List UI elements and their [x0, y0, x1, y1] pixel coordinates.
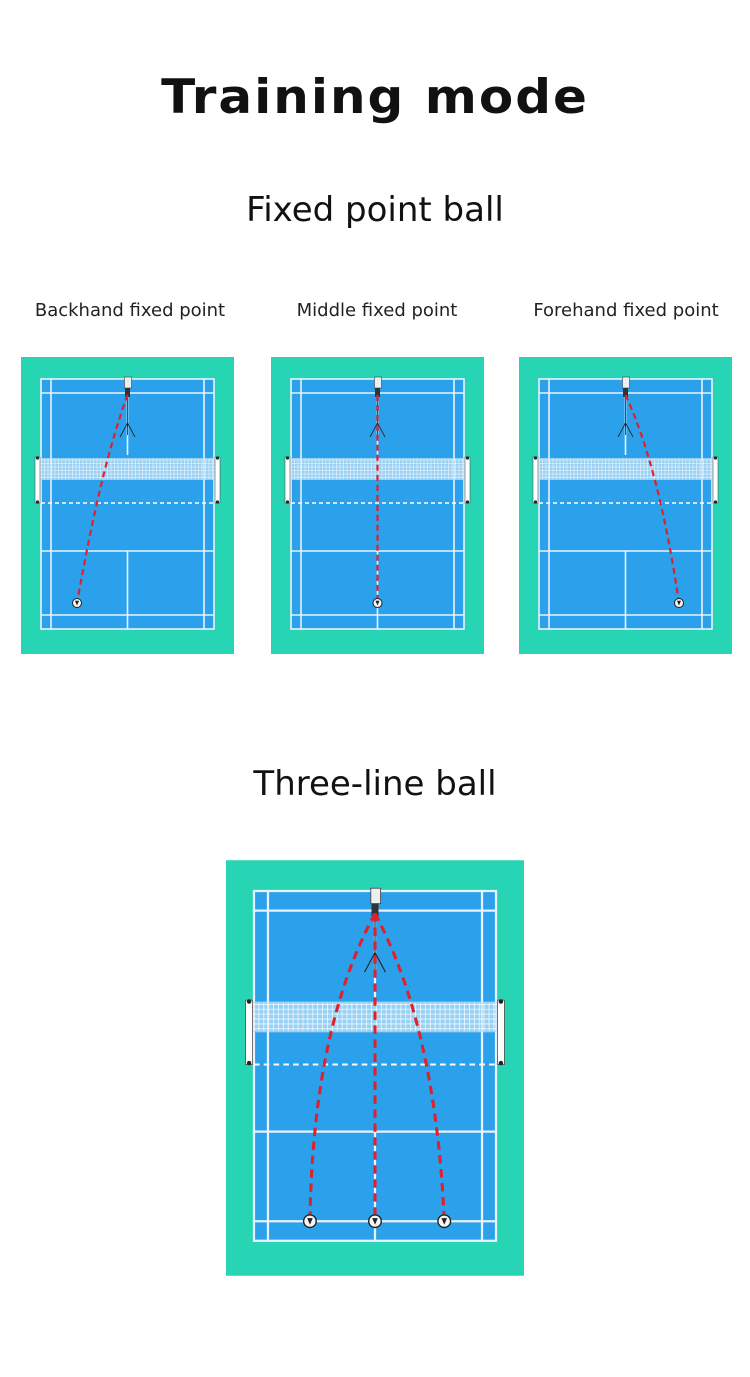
net-post-left: [34, 456, 41, 504]
court-diagram-three-line: [226, 860, 524, 1276]
court-group: [519, 357, 732, 654]
trajectory-1: [75, 394, 129, 604]
net-post-right: [496, 999, 505, 1065]
section-title-three-line: Three-line ball: [253, 764, 497, 804]
trajectory-3: [373, 912, 446, 1222]
target-icon: [372, 598, 383, 608]
court-diagram-backhand: [21, 357, 234, 654]
ball-machine-icon: [119, 376, 136, 438]
net-post-left: [532, 456, 539, 504]
trajectory-1: [624, 394, 681, 604]
section-title-fixed-point: Fixed point ball: [246, 190, 504, 230]
court-group: [226, 860, 524, 1276]
net-post-left: [245, 999, 254, 1065]
net-post-right: [214, 456, 221, 504]
page-title: Training mode: [161, 69, 589, 125]
court-diagram-forehand: [519, 357, 732, 654]
target-icon: [674, 598, 684, 608]
net-post-right: [464, 456, 471, 504]
court-svg: [226, 860, 524, 1276]
court-svg: [271, 357, 484, 654]
net-post-left: [284, 456, 291, 504]
net-post-right: [712, 456, 719, 504]
caption-forehand: Forehand fixed point: [533, 300, 719, 321]
court-group: [271, 357, 484, 654]
court-svg: [519, 357, 732, 654]
ball-machine-icon: [617, 376, 634, 438]
target-icon: [437, 1214, 452, 1229]
target-icon: [368, 1214, 382, 1229]
court-diagram-middle: [271, 357, 484, 654]
target-icon: [72, 598, 82, 608]
caption-backhand: Backhand fixed point: [34, 300, 226, 321]
court-group: [21, 357, 234, 654]
target-icon: [302, 1214, 317, 1229]
ball-machine-icon: [369, 376, 386, 438]
court-svg: [21, 357, 234, 654]
caption-middle: Middle fixed point: [296, 300, 458, 321]
trajectory-1: [308, 912, 377, 1222]
